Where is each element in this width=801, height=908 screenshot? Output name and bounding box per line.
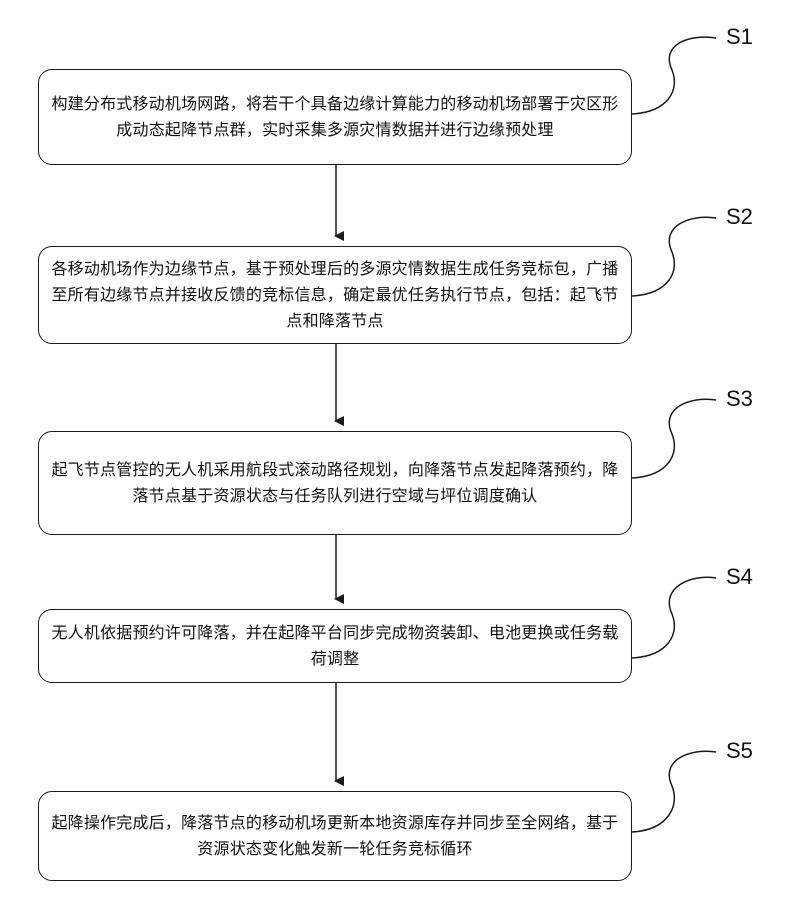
step-box-s2: 各移动机场作为边缘节点，基于预处理后的多源灾情数据生成任务竞标包，广播至所有边缘… [38,246,632,344]
step-label-s5: S5 [726,738,753,764]
leader-line-s2 [632,217,716,296]
step-text-s2: 各移动机场作为边缘节点，基于预处理后的多源灾情数据生成任务竞标包，广播至所有边缘… [49,256,621,334]
step-box-s4: 无人机依据预约许可降落，并在起降平台同步完成物资装卸、电池更换或任务载荷调整 [38,609,632,683]
step-label-s3: S3 [726,386,753,412]
step-label-s4: S4 [726,564,753,590]
leader-line-s3 [632,399,716,478]
step-text-s3: 起飞节点管控的无人机采用航段式滚动路径规划，向降落节点发起降落预约，降落节点基于… [49,457,621,509]
step-box-s1: 构建分布式移动机场网路，将若干个具备边缘计算能力的移动机场部署于灾区形成动态起降… [38,69,632,165]
leader-line-s1 [632,37,716,114]
step-text-s5: 起降操作完成后，降落节点的移动机场更新本地资源库存并同步至全网络，基于资源状态变… [49,810,621,862]
leader-line-s4 [632,577,716,658]
step-box-s3: 起飞节点管控的无人机采用航段式滚动路径规划，向降落节点发起降落预约，降落节点基于… [38,431,632,535]
leader-line-s5 [632,751,716,832]
step-label-s1: S1 [726,24,753,50]
step-label-s2: S2 [726,204,753,230]
step-text-s4: 无人机依据预约许可降落，并在起降平台同步完成物资装卸、电池更换或任务载荷调整 [49,620,621,672]
step-text-s1: 构建分布式移动机场网路，将若干个具备边缘计算能力的移动机场部署于灾区形成动态起降… [49,91,621,143]
step-box-s5: 起降操作完成后，降落节点的移动机场更新本地资源库存并同步至全网络，基于资源状态变… [38,791,632,881]
